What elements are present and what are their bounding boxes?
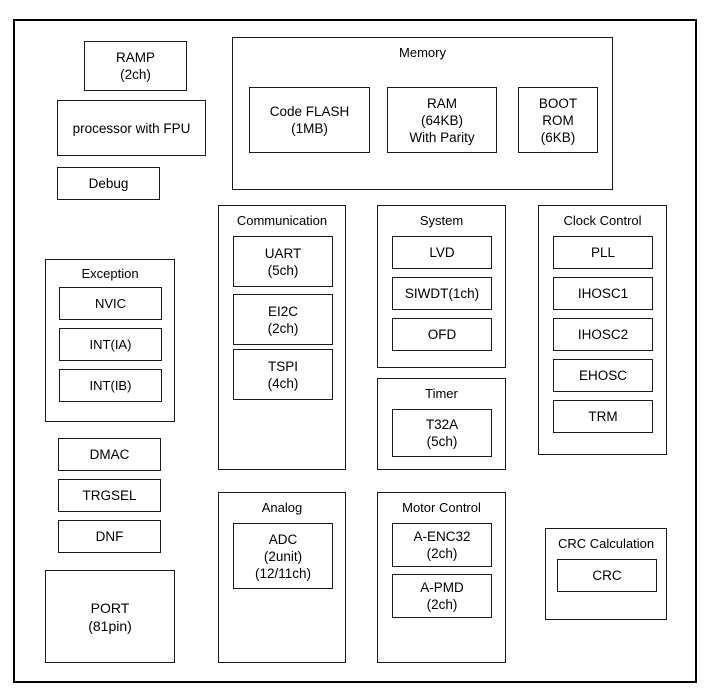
block-ram-line-1: (64KB)	[420, 112, 464, 128]
block-uart[interactable]: UART (5ch)	[233, 236, 333, 287]
block-a-enc32[interactable]: A-ENC32 (2ch)	[392, 523, 492, 567]
block-debug[interactable]: Debug	[57, 167, 160, 200]
block-ram[interactable]: RAM (64KB) With Parity	[387, 87, 497, 153]
group-crc-calculation-title: CRC Calculation	[557, 536, 655, 551]
block-adc-line-0: ADC	[268, 531, 298, 547]
block-ihosc1-line-0: IHOSC1	[577, 286, 629, 301]
block-nvic[interactable]: NVIC	[59, 287, 162, 320]
block-pll[interactable]: PLL	[553, 236, 653, 269]
block-tspi-line-1: (4ch)	[267, 375, 299, 391]
block-lvd[interactable]: LVD	[392, 236, 492, 269]
group-motor-control-title: Motor Control	[402, 500, 481, 515]
block-int-ia[interactable]: INT(IA)	[59, 328, 162, 361]
block-port-line-1: (81pin)	[88, 617, 132, 634]
block-a-enc32-line-1: (2ch)	[426, 546, 458, 561]
block-adc-line-1: (2unit)	[263, 548, 303, 564]
block-ofd[interactable]: OFD	[392, 318, 492, 351]
block-tspi[interactable]: TSPI (4ch)	[233, 349, 333, 400]
group-communication: Communication UART (5ch) EI2C (2ch) TSPI…	[218, 205, 346, 470]
block-ramp-line-1: (2ch)	[120, 67, 151, 82]
block-dnf[interactable]: DNF	[58, 520, 161, 553]
block-a-pmd[interactable]: A-PMD (2ch)	[392, 574, 492, 618]
group-timer-title: Timer	[425, 386, 458, 401]
block-pll-line-0: PLL	[590, 245, 616, 260]
block-boot-rom[interactable]: BOOT ROM (6KB)	[518, 87, 598, 153]
block-boot-rom-line-2: (6KB)	[540, 129, 576, 145]
group-exception-title: Exception	[81, 266, 139, 281]
block-trgsel[interactable]: TRGSEL	[58, 479, 161, 512]
block-code-flash-line-0: Code FLASH	[269, 104, 350, 119]
group-exception: Exception NVIC INT(IA) INT(IB)	[45, 259, 175, 422]
group-clock-control-title: Clock Control	[563, 213, 642, 228]
block-ramp[interactable]: RAMP (2ch)	[84, 41, 187, 91]
group-memory: Memory Code FLASH (1MB) RAM (64KB) With …	[232, 37, 613, 190]
block-ei2c-line-1: (2ch)	[267, 320, 299, 336]
block-trm[interactable]: TRM	[553, 400, 653, 433]
block-port[interactable]: PORT (81pin)	[45, 570, 175, 663]
block-tspi-line-0: TSPI	[267, 358, 298, 374]
block-ram-line-2: With Parity	[409, 129, 475, 145]
block-int-ib-line-0: INT(IB)	[89, 377, 132, 393]
block-a-pmd-line-0: A-PMD	[420, 580, 464, 595]
block-uart-line-0: UART	[264, 245, 302, 261]
block-debug-line-0: Debug	[88, 176, 129, 191]
block-ofd-line-0: OFD	[427, 327, 457, 342]
block-code-flash-line-1: (1MB)	[291, 121, 328, 136]
group-motor-control: Motor Control A-ENC32 (2ch) A-PMD (2ch)	[377, 492, 506, 663]
block-adc[interactable]: ADC (2unit) (12/11ch)	[233, 523, 333, 589]
block-a-pmd-line-1: (2ch)	[426, 597, 458, 612]
block-adc-line-2: (12/11ch)	[254, 565, 312, 581]
block-ram-line-0: RAM	[427, 95, 457, 111]
group-system: System LVD SIWDT(1ch) OFD	[377, 205, 506, 368]
block-boot-rom-line-1: ROM	[542, 112, 574, 128]
block-int-ia-line-0: INT(IA)	[89, 336, 132, 352]
block-siwdt-line-0: SIWDT(1ch)	[404, 286, 480, 301]
block-crc[interactable]: CRC	[557, 559, 657, 592]
block-ihosc1[interactable]: IHOSC1	[553, 277, 653, 310]
group-memory-title: Memory	[399, 45, 446, 60]
block-cortex-m4-line-1: processor with FPU	[72, 120, 191, 136]
block-t32a-line-1: (5ch)	[426, 434, 458, 449]
block-lvd-line-0: LVD	[429, 245, 455, 260]
block-code-flash[interactable]: Code FLASH (1MB)	[249, 87, 370, 153]
block-dmac-line-0: DMAC	[89, 447, 130, 462]
group-analog-title: Analog	[261, 500, 303, 515]
block-ei2c[interactable]: EI2C (2ch)	[233, 294, 333, 345]
block-ihosc2[interactable]: IHOSC2	[553, 318, 653, 351]
group-analog: Analog ADC (2unit) (12/11ch)	[218, 492, 346, 663]
block-dnf-line-0: DNF	[95, 529, 124, 544]
group-timer: Timer T32A (5ch)	[377, 378, 506, 470]
block-crc-line-0: CRC	[592, 568, 622, 583]
block-siwdt[interactable]: SIWDT(1ch)	[392, 277, 492, 310]
block-dmac[interactable]: DMAC	[58, 438, 161, 471]
block-t32a[interactable]: T32A (5ch)	[392, 409, 492, 457]
block-uart-line-1: (5ch)	[267, 262, 299, 278]
block-a-enc32-line-0: A-ENC32	[413, 529, 471, 544]
block-cortex-m4[interactable]: processor with FPU	[57, 100, 206, 156]
block-port-line-0: PORT	[90, 599, 130, 616]
block-ehosc-line-0: EHOSC	[578, 368, 627, 383]
block-ehosc[interactable]: EHOSC	[553, 359, 653, 392]
group-clock-control: Clock Control PLL IHOSC1 IHOSC2 EHOSC TR…	[538, 205, 667, 455]
block-trm-line-0: TRM	[588, 409, 618, 424]
group-communication-title: Communication	[236, 213, 328, 228]
group-system-title: System	[419, 213, 464, 228]
block-nvic-line-0: NVIC	[94, 295, 127, 311]
block-ramp-line-0: RAMP	[115, 50, 155, 65]
block-t32a-line-0: T32A	[425, 417, 459, 432]
block-int-ib[interactable]: INT(IB)	[59, 369, 162, 402]
block-boot-rom-line-0: BOOT	[538, 95, 578, 111]
block-trgsel-line-0: TRGSEL	[82, 488, 137, 503]
group-crc-calculation: CRC Calculation CRC	[545, 528, 667, 620]
block-ihosc2-line-0: IHOSC2	[577, 327, 629, 342]
block-ei2c-line-0: EI2C	[267, 303, 298, 319]
